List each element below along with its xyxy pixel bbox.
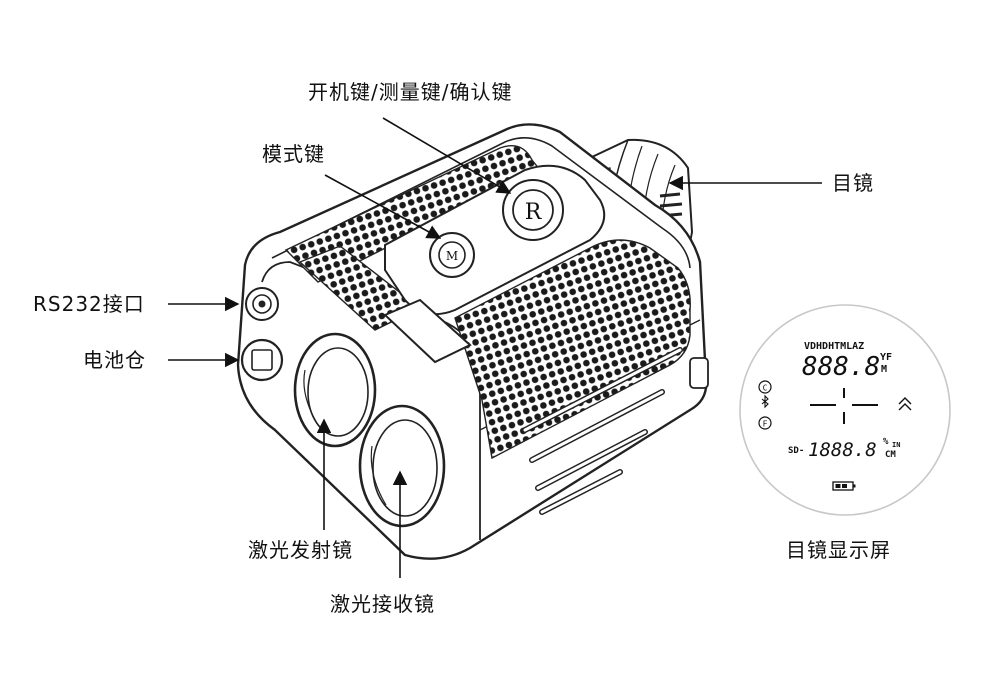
- power-button-shape: [502, 179, 564, 241]
- eyepiece-label: 目镜: [832, 171, 874, 195]
- power-button-glyph: R: [525, 200, 543, 225]
- battery-compartment-label: 电池仓: [83, 348, 146, 372]
- eyepiece-display-label: 目镜显示屏: [786, 538, 891, 562]
- display-bottom-digits: 1888.8: [808, 439, 877, 461]
- display-unit-yf: YF: [880, 352, 892, 363]
- mode-button-shape: [429, 232, 475, 278]
- mode-button-leader: [324, 174, 442, 239]
- display-sd-prefix: SD-: [788, 446, 804, 456]
- display-unit-in: IN: [892, 441, 900, 449]
- eyepiece-display: VDHDHTMLAZ 888.8 YF M C F SD- 1888.8 % I…: [739, 304, 951, 516]
- c-icon: [758, 380, 772, 394]
- display-top-digits: 888.8: [802, 352, 880, 382]
- f-icon-label: F: [763, 420, 768, 429]
- leader-lines: [168, 117, 822, 578]
- front-face: [240, 287, 446, 528]
- mode-button-glyph: M: [446, 249, 458, 263]
- power-button-label: 开机键/测量键/确认键: [308, 80, 513, 104]
- double-chevron-up-icon: [898, 397, 912, 411]
- display-unit-cm: CM: [885, 450, 896, 460]
- laser-emitter-label: 激光发射镜: [248, 538, 353, 562]
- display-unit-m: M: [881, 364, 887, 375]
- bluetooth-icon: [761, 394, 769, 409]
- power-button-leader: [382, 117, 512, 194]
- rs232-port-label: RS232接口: [33, 292, 145, 316]
- battery-icon: [832, 481, 856, 491]
- crosshair-icon: [810, 388, 878, 424]
- display-mode-row: VDHDHTMLAZ: [804, 341, 864, 352]
- laser-receiver-label: 激光接收镜: [330, 592, 435, 616]
- display-unit-percent: %: [883, 437, 889, 447]
- mode-button-label: 模式键: [262, 142, 325, 166]
- device-body: [236, 123, 709, 560]
- c-icon-label: C: [763, 384, 768, 393]
- f-icon: [758, 416, 772, 430]
